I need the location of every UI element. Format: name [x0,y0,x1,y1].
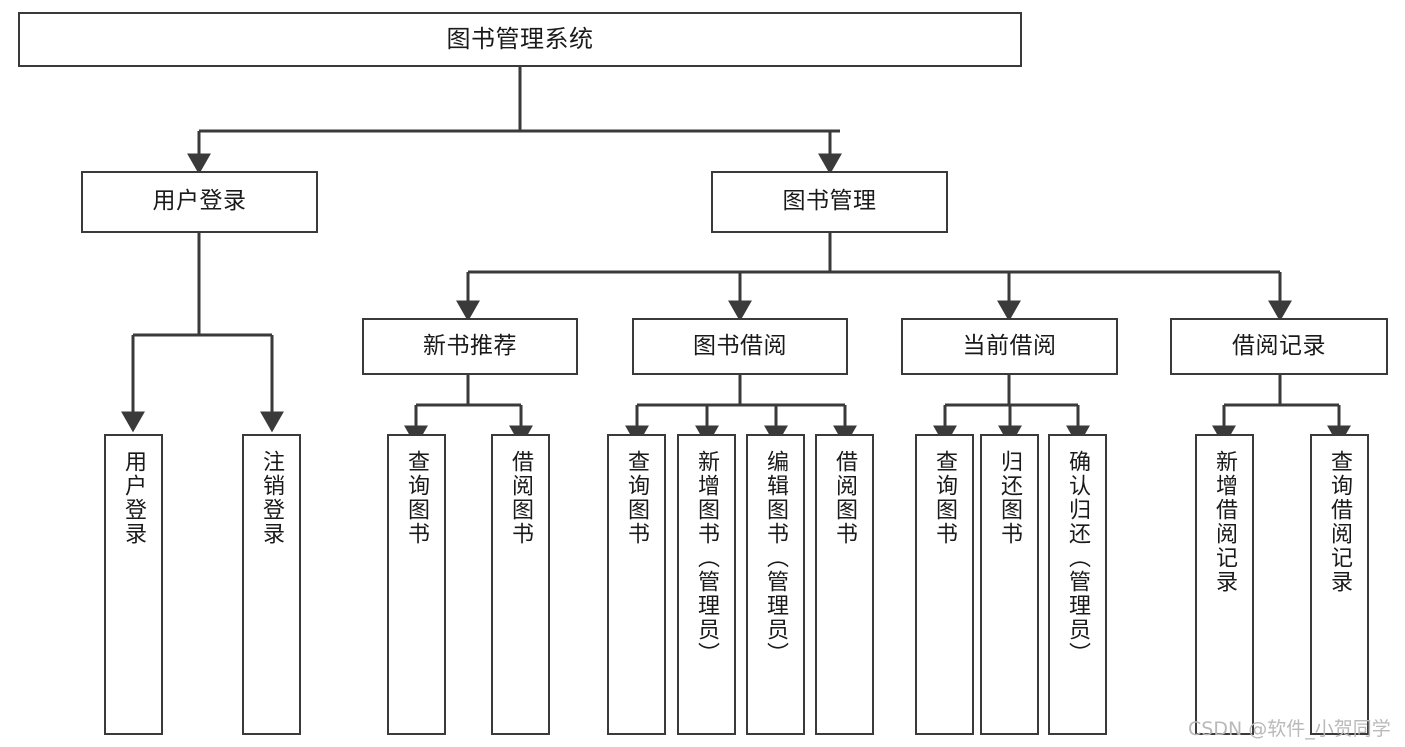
node-root-label: 图书管理系统 [446,25,594,54]
node-leaf-confirm-return-label: 确认归还（管理员） [1065,450,1091,666]
node-leaf-query-record-label: 查询借阅记录 [1327,450,1353,594]
node-leaf-query-book-1-label: 查询图书 [404,450,430,546]
csdn-watermark: CSDN @软件_小贺同学 [1188,718,1391,740]
node-leaf-add-record[interactable]: 新增借阅记录 [1195,434,1254,735]
node-leaf-logout-label: 注销登录 [259,450,285,546]
node-leaf-user-login-label: 用户登录 [121,450,147,546]
node-book-manage[interactable]: 图书管理 [711,171,948,233]
node-leaf-return-book[interactable]: 归还图书 [980,434,1039,735]
node-leaf-query-book-3[interactable]: 查询图书 [915,434,974,735]
node-leaf-borrow-book-1[interactable]: 借阅图书 [491,434,550,735]
node-leaf-edit-book-label: 编辑图书（管理员） [763,450,789,666]
node-leaf-add-book-label: 新增图书（管理员） [694,450,720,666]
node-leaf-confirm-return[interactable]: 确认归还（管理员） [1048,434,1107,735]
node-book-manage-label: 图书管理 [782,188,877,215]
node-book-borrow[interactable]: 图书借阅 [632,318,848,375]
node-leaf-query-book-1[interactable]: 查询图书 [387,434,446,735]
node-borrow-record[interactable]: 借阅记录 [1170,318,1388,375]
node-user-login-label: 用户登录 [152,188,247,215]
node-leaf-add-book[interactable]: 新增图书（管理员） [677,434,736,735]
node-leaf-logout[interactable]: 注销登录 [242,434,301,735]
node-leaf-borrow-book-2[interactable]: 借阅图书 [815,434,874,735]
node-leaf-query-record[interactable]: 查询借阅记录 [1310,434,1369,735]
node-leaf-borrow-book-1-label: 借阅图书 [508,450,534,546]
node-leaf-return-book-label: 归还图书 [997,450,1023,546]
node-book-borrow-label: 图书借阅 [693,332,787,359]
node-new-book-rec-label: 新书推荐 [423,332,517,359]
node-current-borrow[interactable]: 当前借阅 [901,318,1118,375]
node-leaf-user-login[interactable]: 用户登录 [104,434,163,735]
node-new-book-rec[interactable]: 新书推荐 [362,318,578,375]
node-current-borrow-label: 当前借阅 [962,332,1057,359]
node-leaf-query-book-2[interactable]: 查询图书 [607,434,666,735]
node-leaf-query-book-2-label: 查询图书 [624,450,650,546]
node-leaf-add-record-label: 新增借阅记录 [1212,450,1238,594]
node-root[interactable]: 图书管理系统 [18,12,1022,67]
node-borrow-record-label: 借阅记录 [1232,332,1326,359]
node-leaf-borrow-book-2-label: 借阅图书 [832,450,858,546]
node-leaf-query-book-3-label: 查询图书 [932,450,958,546]
node-leaf-edit-book[interactable]: 编辑图书（管理员） [746,434,805,735]
node-user-login[interactable]: 用户登录 [81,171,318,233]
